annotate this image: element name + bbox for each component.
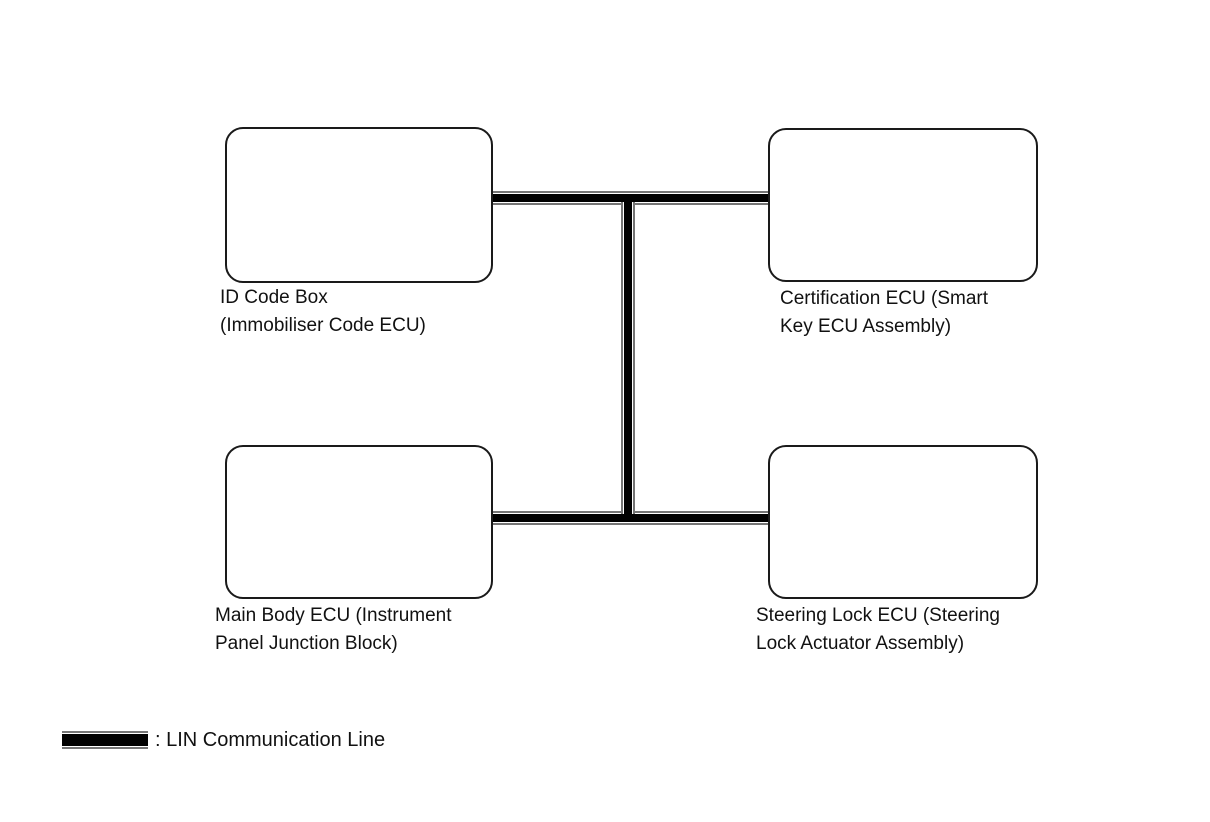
node-box-main-body-ecu: [225, 445, 493, 599]
node-label-id-code-box: ID Code Box (Immobiliser Code ECU): [220, 287, 426, 336]
lin-line-bottom: [491, 511, 770, 525]
legend-label: : LIN Communication Line: [155, 729, 386, 751]
node-label-certification-ecu: Certification ECU (Smart Key ECU Assembl…: [780, 288, 988, 337]
lin-line-top: [491, 191, 770, 205]
node-box-steering-lock-ecu: [768, 445, 1038, 599]
node-box-id-code-box: [225, 127, 493, 283]
lin-line-swatch: [62, 731, 148, 749]
node-box-certification-ecu: [768, 128, 1038, 282]
lin-line-vertical: [621, 202, 635, 514]
node-label-main-body-ecu: Main Body ECU (Instrument Panel Junction…: [215, 605, 452, 654]
node-label-steering-lock-ecu: Steering Lock ECU (Steering Lock Actuato…: [756, 605, 1000, 654]
